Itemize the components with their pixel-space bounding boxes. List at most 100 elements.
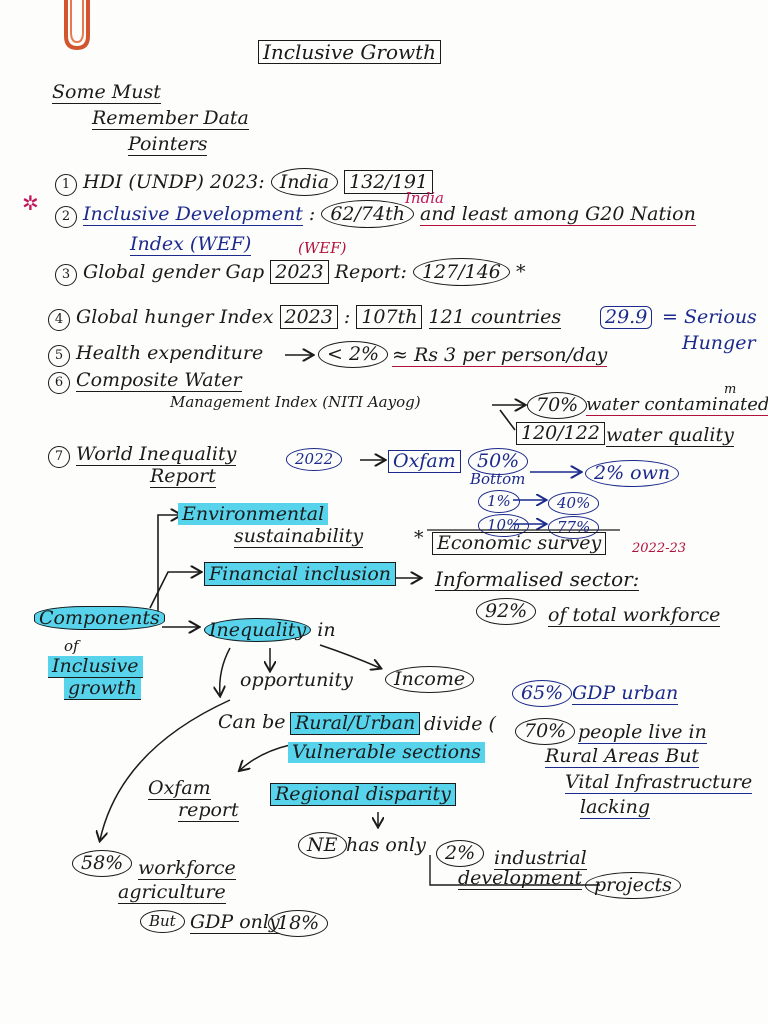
report-label: report [178, 799, 239, 822]
year-box: 2023 [279, 305, 338, 329]
ratio-left-2: 10% [478, 514, 530, 537]
ratio-right-2: 77% [548, 516, 600, 539]
inequality-node: Inequality in [204, 618, 336, 642]
number-badge: 4 [48, 309, 70, 331]
approx-note: ≈ Rs 3 per person/day [392, 344, 608, 367]
financial-node: Financial inclusion [204, 562, 396, 586]
rank-oval: 127/146 [412, 258, 510, 286]
ratio-left-1: 1% [478, 490, 520, 513]
pointer-suffix: Report: [334, 261, 407, 283]
industrial-label: industrial [494, 847, 587, 870]
subtitle-line-1: Some Must [52, 81, 161, 104]
pointer-label-line-2: Management Index (NITI Aayog) [170, 393, 421, 411]
vital-infra-label: Vital Infrastructure [565, 771, 753, 794]
pointer-6: 6 Composite Water [48, 369, 242, 394]
number-badge: 7 [48, 446, 70, 468]
pointer-note: and least among G20 Nation [420, 203, 696, 226]
pointer-note-2: water quality [606, 424, 734, 447]
pct-oval: 70% [527, 392, 588, 419]
but-oval: But [140, 910, 185, 933]
own-oval: 2% own [585, 460, 680, 487]
pointer-note: water contaminated [586, 394, 768, 416]
of-label: of [64, 637, 79, 655]
pointer-2: 2 Inclusive Development : 62/74th and le… [55, 200, 696, 228]
country-oval: India [270, 168, 339, 196]
gdp-only-label: GDP only [190, 911, 280, 934]
workforce-label: workforce [138, 857, 236, 880]
value-oval: < 2% [318, 341, 389, 368]
superscript-mark: m [724, 382, 737, 397]
has-only-label: has only [346, 834, 426, 856]
star-mark: * [414, 527, 424, 549]
star-icon: ✲ [22, 191, 39, 215]
workforce-note: of total workforce [548, 604, 721, 627]
number-badge: 3 [55, 264, 77, 286]
gdp-pct-oval: 18% [268, 910, 329, 937]
pointer-3: 3 Global gender Gap 2023 Report: 127/146… [55, 258, 526, 286]
oxfam-label: Oxfam [148, 777, 211, 800]
score-box: 29.9 [600, 306, 653, 329]
rank-box: 132/191 [344, 170, 434, 194]
source-tag: (WEF) [298, 239, 347, 257]
financial-label: Financial inclusion [204, 562, 396, 586]
inequality-in: in [317, 619, 336, 641]
ne-pct-oval: 2% [436, 840, 485, 867]
pointer-label: Global gender Gap [83, 261, 265, 283]
economic-survey-box: Economic survey [432, 532, 607, 555]
rural-pct-oval: 70% [515, 718, 576, 745]
number-badge: 5 [48, 345, 70, 367]
people-live-label: people live in [578, 721, 707, 744]
number-badge: 1 [55, 174, 77, 196]
economic-survey-year: 2022-23 [632, 541, 687, 556]
pointer-label-line-2: Index (WEF) [130, 233, 252, 256]
agri-pct-oval: 58% [72, 850, 133, 877]
income-oval: Income [385, 666, 475, 693]
subtitle-line-2: Remember Data [92, 107, 249, 130]
pct-oval: 50% [468, 448, 529, 475]
opportunity-label: opportunity [240, 669, 353, 691]
rural-areas-label: Rural Areas But [545, 745, 700, 768]
rank-box: 120/122 [516, 422, 605, 445]
subtitle-line-3: Pointers [128, 133, 208, 156]
pointer-5: 5 Health expenditure [48, 343, 263, 367]
country-tag: India [405, 189, 444, 207]
rank-oval: 62/74th [321, 200, 414, 228]
severity-label-2: Hunger [682, 332, 756, 354]
projects-oval: projects [585, 872, 681, 899]
rural-urban-box: Rural/Urban [290, 712, 421, 735]
number-badge: 2 [55, 206, 77, 228]
severity-label: = Serious [662, 306, 757, 328]
source-box: Oxfam [388, 450, 461, 473]
rank-box: 107th [356, 305, 423, 329]
regional-box: Regional disparity [270, 783, 456, 806]
ne-oval: NE [298, 832, 347, 859]
star-mark: * [515, 261, 526, 283]
gdp-urban-label: GDP urban [572, 682, 679, 705]
pointer-label: Inclusive Development [83, 203, 303, 226]
lacking-label: lacking [580, 796, 651, 819]
pointer-1: 1 HDI (UNDP) 2023: India 132/191 [55, 168, 434, 196]
components-node: Components [34, 606, 165, 630]
components-label: Components [34, 606, 165, 630]
pointer-label-line-2: Report [150, 465, 216, 488]
pointer-label: Global hunger Index [76, 306, 274, 328]
environmental-label: Environmental [178, 503, 329, 525]
development-label: development [458, 867, 583, 890]
bottom-label: Bottom [470, 470, 526, 488]
number-badge: 6 [48, 372, 70, 394]
inequality-label: Inequality [204, 618, 312, 642]
pointer-label: World Inequality [76, 443, 237, 466]
vulnerable-label: Vulnerable sections [288, 742, 486, 763]
can-be-label: Can be [218, 711, 286, 733]
year-oval: 2022 [286, 448, 343, 471]
growth-label: growth [64, 678, 141, 700]
informalised-label: Informalised sector: [435, 567, 640, 591]
inclusive-label: Inclusive [48, 656, 143, 678]
environmental-node: Environmental [178, 503, 329, 525]
workforce-pct-oval: 92% [476, 598, 537, 625]
source-tag-text: WEF [303, 239, 341, 257]
pointer-label: HDI (UNDP) 2023: [83, 171, 265, 193]
agriculture-label: agriculture [118, 881, 226, 904]
gdp-urban-pct: 65% [512, 680, 573, 707]
